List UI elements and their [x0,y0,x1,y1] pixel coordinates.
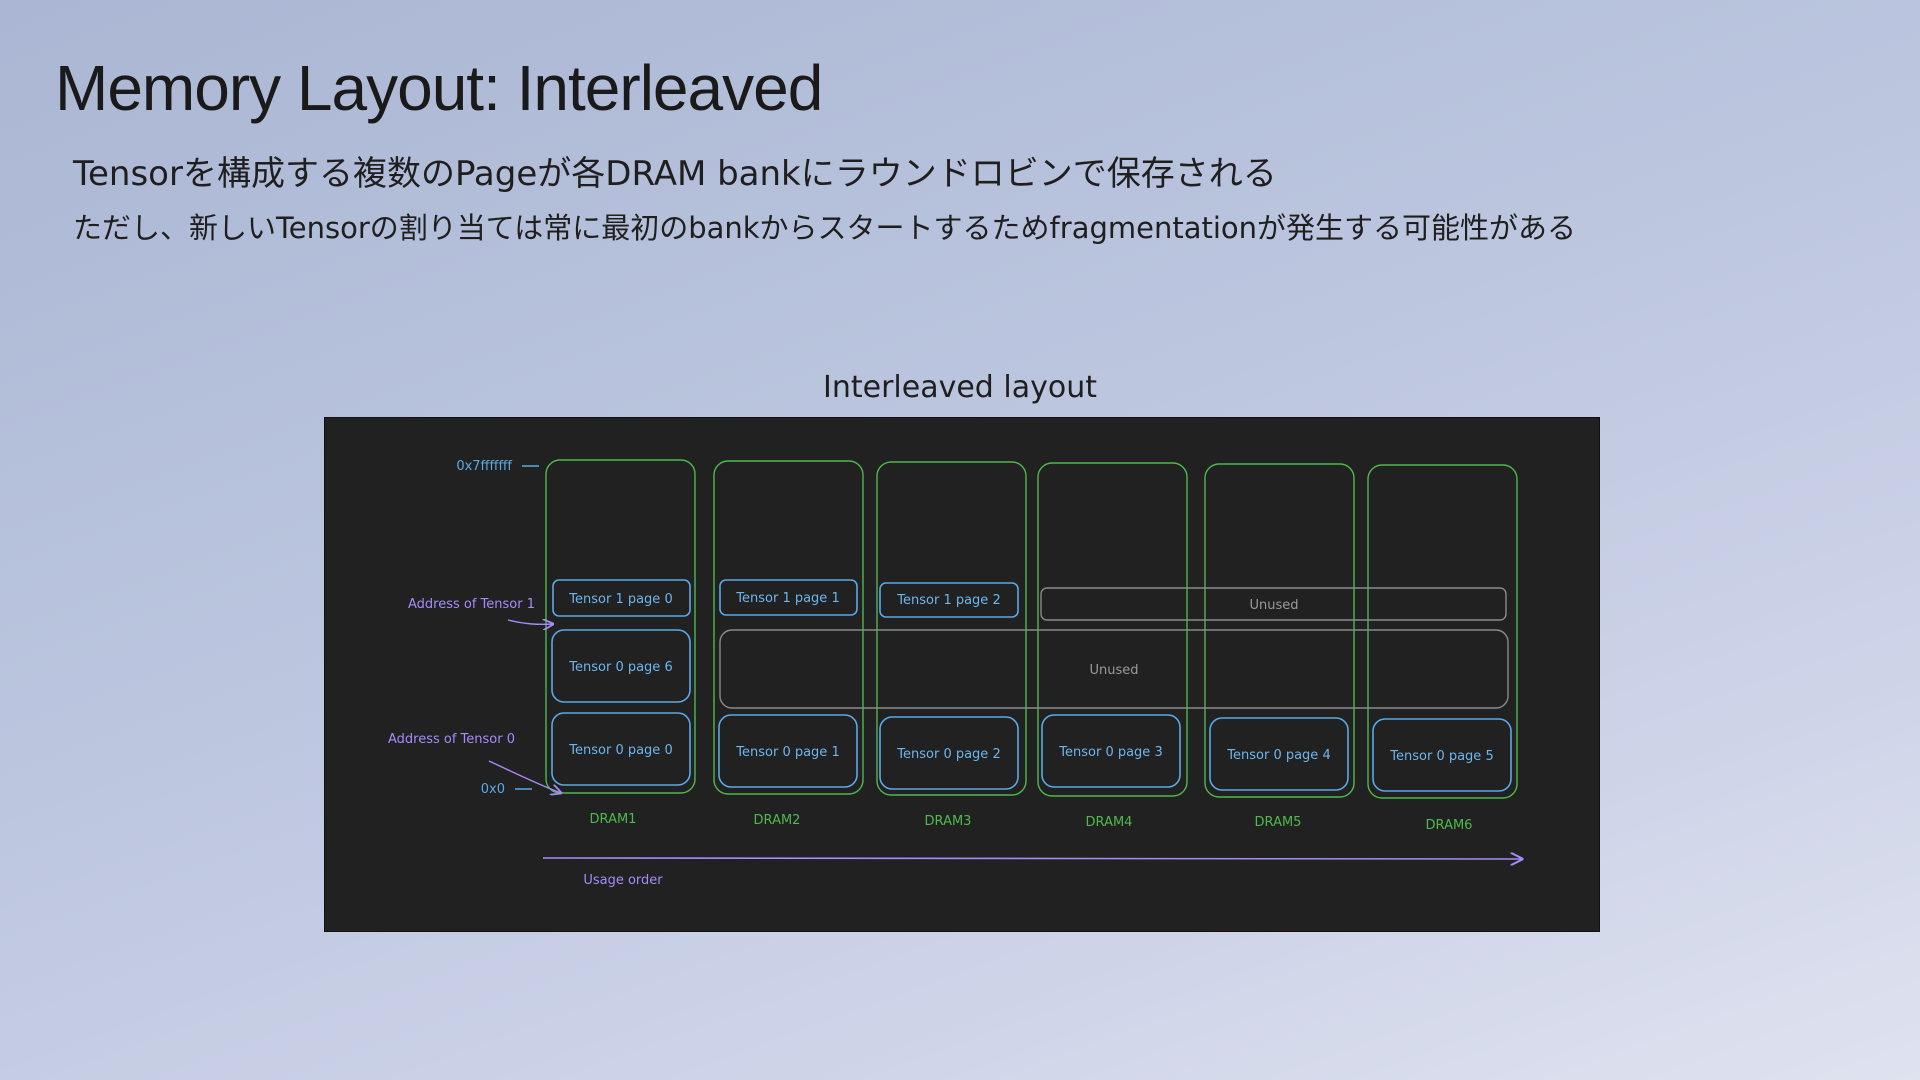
dram-label-1: DRAM1 [590,812,637,827]
top-address-label: 0x7fffffff [456,459,512,474]
tensor0-page-4 [1209,717,1349,791]
dram-bank-2 [713,460,864,795]
address-tensor0-label: Address of Tensor 0 [388,732,515,747]
tensor1-page-0 [552,579,691,617]
unused-middle-region [719,629,1509,709]
tensor0-page-0 [551,712,691,786]
tensor0-page-5-label: Tensor 0 page 5 [1389,749,1493,764]
address-tensor0-arrow [488,760,561,793]
tensor0-page-1 [718,714,858,788]
slide-title: Memory Layout: Interleaved [55,52,823,124]
tensor0-page-4-label: Tensor 0 page 4 [1226,748,1330,763]
subtitle-line-2: ただし、新しいTensorの割り当ては常に最初のbankからスタートするためfr… [73,211,1577,245]
tensor0-page-6-label: Tensor 0 page 6 [568,660,672,675]
tensor0-page-2-label: Tensor 0 page 2 [896,747,1000,762]
dram-label-4: DRAM4 [1086,815,1133,830]
tensor0-page-3-label: Tensor 0 page 3 [1058,745,1162,760]
tensor1-page-1-label: Tensor 1 page 1 [735,591,839,606]
subtitle-line-1: Tensorを構成する複数のPageが各DRAM bankにラウンドロビンで保存… [73,154,1277,194]
tensor0-page-1-label: Tensor 0 page 1 [735,745,839,760]
tensor1-page-2 [879,582,1019,618]
usage-order-label: Usage order [583,873,663,888]
unused-top-label: Unused [1249,598,1298,613]
unused-middle-label: Unused [1089,663,1138,678]
tensor1-page-0-label: Tensor 1 page 0 [568,592,672,607]
dram-bank-3 [876,461,1027,796]
dram-bank-6 [1367,464,1518,799]
tensor0-page-2 [879,716,1019,790]
dram-label-5: DRAM5 [1255,815,1302,830]
diagram-caption: Interleaved layout [823,370,1097,405]
dram-label-2: DRAM2 [754,813,801,828]
diagram-svg: Unused Unused Tensor 1 page 0 Tensor 1 p… [388,459,1599,888]
usage-order-arrow [542,858,1522,859]
address-tensor1-arrow [507,620,553,624]
tensor0-page-0-label: Tensor 0 page 0 [568,743,672,758]
tensor1-page-1 [719,579,858,616]
tensor0-page-5 [1372,718,1512,792]
tensor0-page-6 [551,629,691,703]
address-tensor1-label: Address of Tensor 1 [408,597,535,612]
diagram-panel: Unused Unused Tensor 1 page 0 Tensor 1 p… [324,417,1600,932]
tensor1-page-2-label: Tensor 1 page 2 [896,593,1000,608]
dram-label-3: DRAM3 [925,814,972,829]
dram-label-6: DRAM6 [1426,818,1473,833]
unused-top-region [1040,587,1507,621]
tensor0-page-3 [1041,714,1181,788]
bottom-address-label: 0x0 [481,782,505,797]
